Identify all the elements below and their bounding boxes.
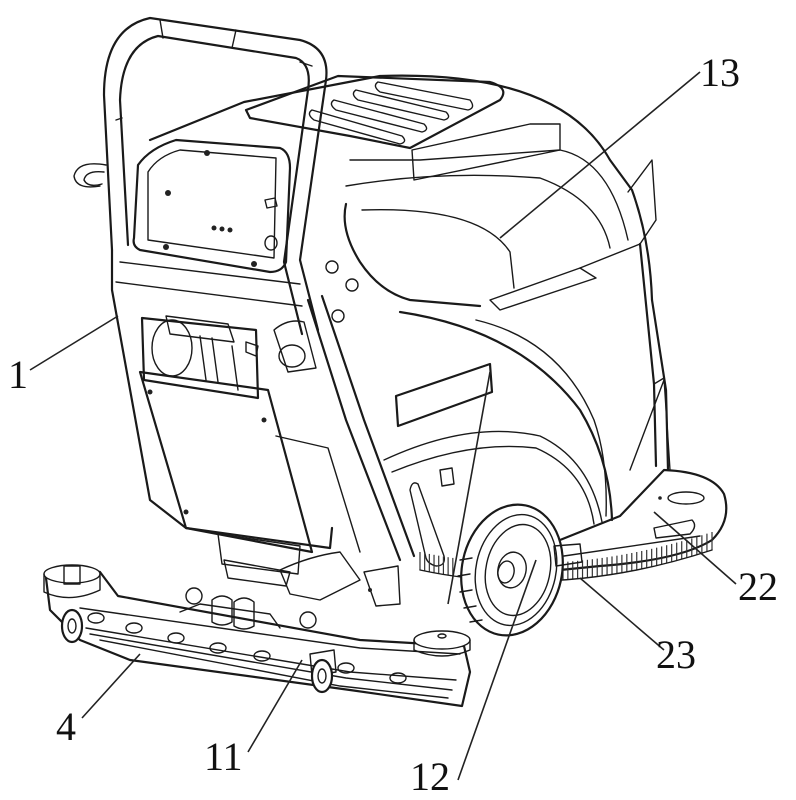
label-22: 22 (738, 564, 778, 609)
handle-bar (102, 16, 328, 336)
squeegee-knob (389, 672, 407, 684)
upper-cover (148, 74, 657, 311)
label-13: 13 (700, 50, 740, 95)
side-body (383, 242, 671, 567)
squeegee-knob (209, 642, 227, 654)
squeegee-knobs (87, 612, 407, 684)
squeegee-assembly (43, 564, 472, 708)
label-12: 12 (410, 754, 450, 799)
drive-wheel (457, 503, 583, 637)
brush-deck (558, 468, 728, 572)
leader-1 (29, 315, 119, 371)
squeegee-knob (125, 622, 143, 634)
label-4: 4 (56, 704, 76, 749)
leader-11 (247, 659, 303, 753)
leader-lines (29, 71, 737, 781)
squeegee-knob (337, 662, 355, 674)
label-1: 1 (8, 352, 28, 397)
squeegee-caster-right (309, 649, 337, 694)
squeegee-knob (87, 612, 105, 624)
label-11: 11 (204, 734, 243, 779)
leader-12b (447, 371, 491, 605)
main-body (110, 138, 416, 562)
side-hook (73, 163, 107, 188)
reference-labels: 1 13 22 23 4 11 12 (8, 50, 778, 799)
squeegee-knob (253, 650, 271, 662)
label-23: 23 (656, 632, 696, 677)
squeegee-knob (167, 632, 185, 644)
leader-4 (81, 653, 141, 719)
squeegee-caster-left (60, 608, 84, 644)
suction-motor (217, 533, 401, 607)
leader-12 (457, 559, 537, 781)
leader-13 (499, 71, 701, 239)
leader-22 (653, 511, 737, 585)
leader-23 (579, 577, 665, 651)
